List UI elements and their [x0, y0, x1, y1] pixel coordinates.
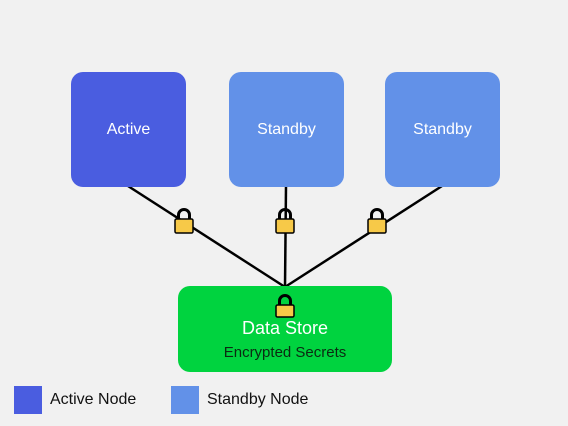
legend-active-swatch — [14, 386, 42, 414]
line-standby1-to-store — [283, 185, 288, 288]
standby-node-1: Standby — [229, 72, 344, 187]
lock-icon — [275, 294, 295, 318]
lock-icon — [367, 208, 387, 234]
connector-lines — [127, 184, 443, 289]
data-store-title: Data Store — [241, 318, 329, 338]
data-store-subtitle: Encrypted Secrets — [223, 344, 347, 361]
legend-active: Active Node — [14, 386, 136, 414]
lock-icon — [275, 208, 295, 234]
legend-standby-swatch — [171, 386, 199, 414]
lock-icon — [174, 208, 194, 234]
standby-node-2: Standby — [385, 72, 500, 187]
data-store: Data Store Encrypted Secrets — [178, 286, 392, 372]
legend-standby: Standby Node — [171, 386, 308, 414]
legend-standby-label: Standby Node — [207, 391, 309, 408]
legend-active-label: Active Node — [50, 391, 137, 408]
line-active-to-store — [127, 184, 286, 289]
standby-node-1-label: Standby — [257, 120, 316, 138]
line-standby2-to-store — [284, 184, 443, 289]
standby-node-2-label: Standby — [413, 120, 472, 138]
active-node: Active — [71, 72, 186, 187]
active-node-label: Active — [106, 120, 151, 138]
